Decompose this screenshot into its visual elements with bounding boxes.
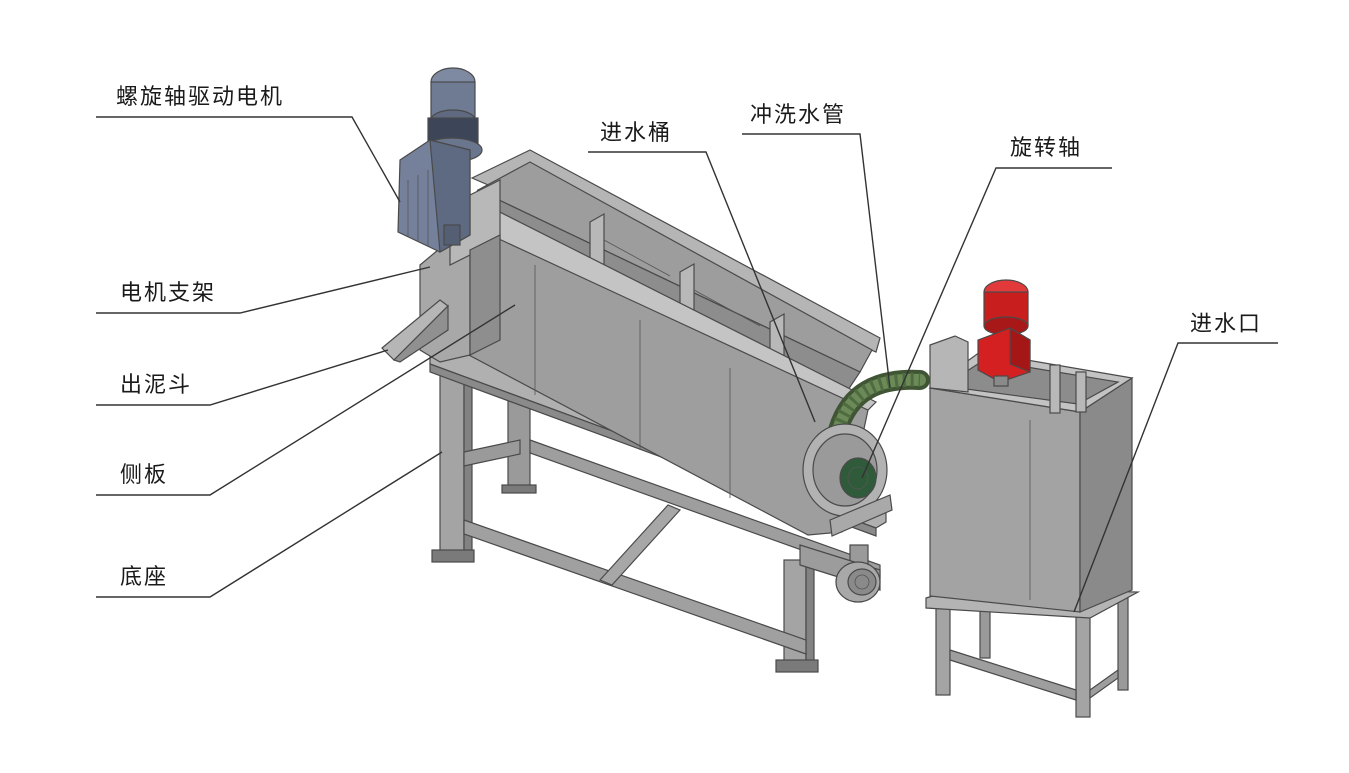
- label-screw-shaft-drive-motor: 螺旋轴驱动电机: [116, 85, 284, 110]
- label-water-inlet: 进水口: [1190, 312, 1262, 337]
- label-base: 底座: [120, 565, 168, 590]
- label-inlet-tank: 进水桶: [600, 121, 672, 146]
- label-side-plate: 侧板: [120, 463, 168, 488]
- screw-shaft-drive-motor: [397, 67, 483, 253]
- label-sludge-outlet: 出泥斗: [120, 373, 192, 398]
- inlet-tank-red-motor: [977, 279, 1031, 387]
- rotating-shaft-housing: [802, 423, 893, 537]
- label-flush-pipe: 冲洗水管: [750, 103, 846, 128]
- label-motor-bracket: 电机支架: [120, 281, 216, 306]
- label-rotating-shaft: 旋转轴: [1010, 136, 1082, 161]
- leader-lines: [96, 116, 1278, 613]
- flush-hose: [828, 369, 930, 440]
- water-inlet-tank: [925, 335, 1141, 718]
- inlet-tank: [449, 149, 881, 536]
- sludge-outlet-hopper: [381, 299, 449, 363]
